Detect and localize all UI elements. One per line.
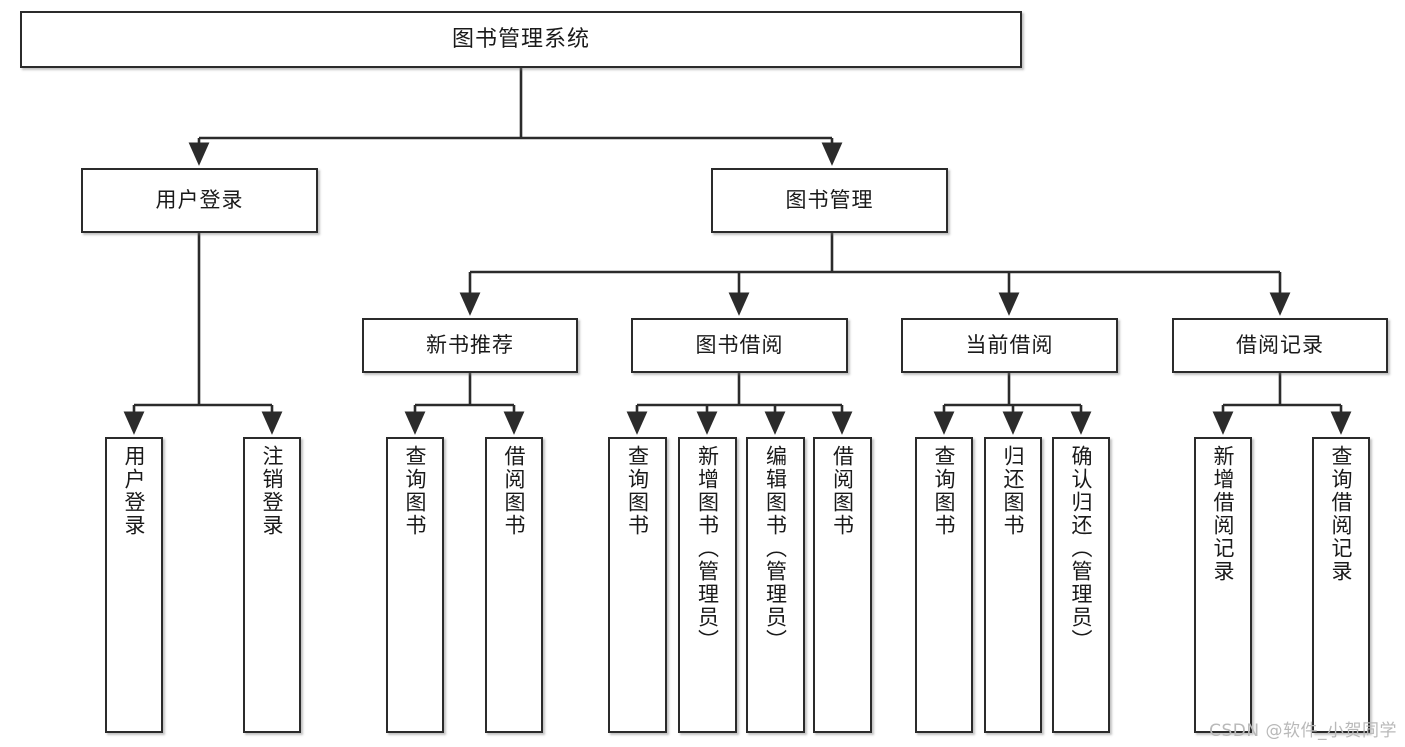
node-leaf-query-record[interactable]: 查询借阅记录	[1312, 437, 1370, 733]
node-leaf-add-record-label: 新增借阅记录	[1211, 445, 1236, 583]
node-leaf-user-login-label: 用户登录	[122, 445, 147, 537]
node-new-book-recommend-label: 新书推荐	[426, 333, 514, 358]
node-leaf-query-book-a[interactable]: 查询图书	[386, 437, 444, 733]
node-leaf-edit-book-label: 编辑图书（管理员）	[763, 445, 788, 652]
node-user-login-label: 用户登录	[155, 188, 244, 213]
node-new-book-recommend[interactable]: 新书推荐	[362, 318, 578, 373]
node-borrow-record[interactable]: 借阅记录	[1172, 318, 1388, 373]
node-book-manage-label: 图书管理	[785, 188, 874, 213]
node-leaf-logout-label: 注销登录	[260, 445, 285, 537]
node-leaf-add-record[interactable]: 新增借阅记录	[1194, 437, 1252, 733]
node-leaf-query-book-c[interactable]: 查询图书	[915, 437, 973, 733]
node-leaf-return-book-label: 归还图书	[1001, 445, 1026, 537]
node-user-login[interactable]: 用户登录	[81, 168, 318, 233]
node-leaf-confirm-return-label: 确认归还（管理员）	[1069, 445, 1094, 652]
node-leaf-borrow-book-a[interactable]: 借阅图书	[485, 437, 543, 733]
node-leaf-query-book-a-label: 查询图书	[403, 445, 428, 537]
node-leaf-query-book-c-label: 查询图书	[932, 445, 957, 537]
node-root[interactable]: 图书管理系统	[20, 11, 1022, 68]
node-leaf-edit-book[interactable]: 编辑图书（管理员）	[746, 437, 805, 733]
node-current-borrow-label: 当前借阅	[965, 333, 1054, 358]
node-leaf-add-book-label: 新增图书（管理员）	[695, 445, 720, 652]
node-leaf-query-record-label: 查询借阅记录	[1329, 445, 1354, 583]
node-leaf-borrow-book-b-label: 借阅图书	[830, 445, 855, 537]
node-book-manage[interactable]: 图书管理	[711, 168, 948, 233]
node-leaf-query-book-b[interactable]: 查询图书	[608, 437, 667, 733]
node-leaf-user-login[interactable]: 用户登录	[105, 437, 163, 733]
node-leaf-query-book-b-label: 查询图书	[625, 445, 650, 537]
node-book-borrow-label: 图书借阅	[695, 333, 784, 358]
node-current-borrow[interactable]: 当前借阅	[901, 318, 1118, 373]
node-leaf-return-book[interactable]: 归还图书	[984, 437, 1042, 733]
node-root-label: 图书管理系统	[451, 26, 590, 52]
node-leaf-logout[interactable]: 注销登录	[243, 437, 301, 733]
watermark: CSDN @软件_小贺同学	[1209, 721, 1397, 741]
node-leaf-borrow-book-b[interactable]: 借阅图书	[813, 437, 872, 733]
node-borrow-record-label: 借阅记录	[1236, 333, 1324, 358]
node-leaf-add-book[interactable]: 新增图书（管理员）	[678, 437, 737, 733]
node-leaf-borrow-book-a-label: 借阅图书	[502, 445, 527, 537]
node-book-borrow[interactable]: 图书借阅	[631, 318, 848, 373]
node-leaf-confirm-return[interactable]: 确认归还（管理员）	[1052, 437, 1110, 733]
